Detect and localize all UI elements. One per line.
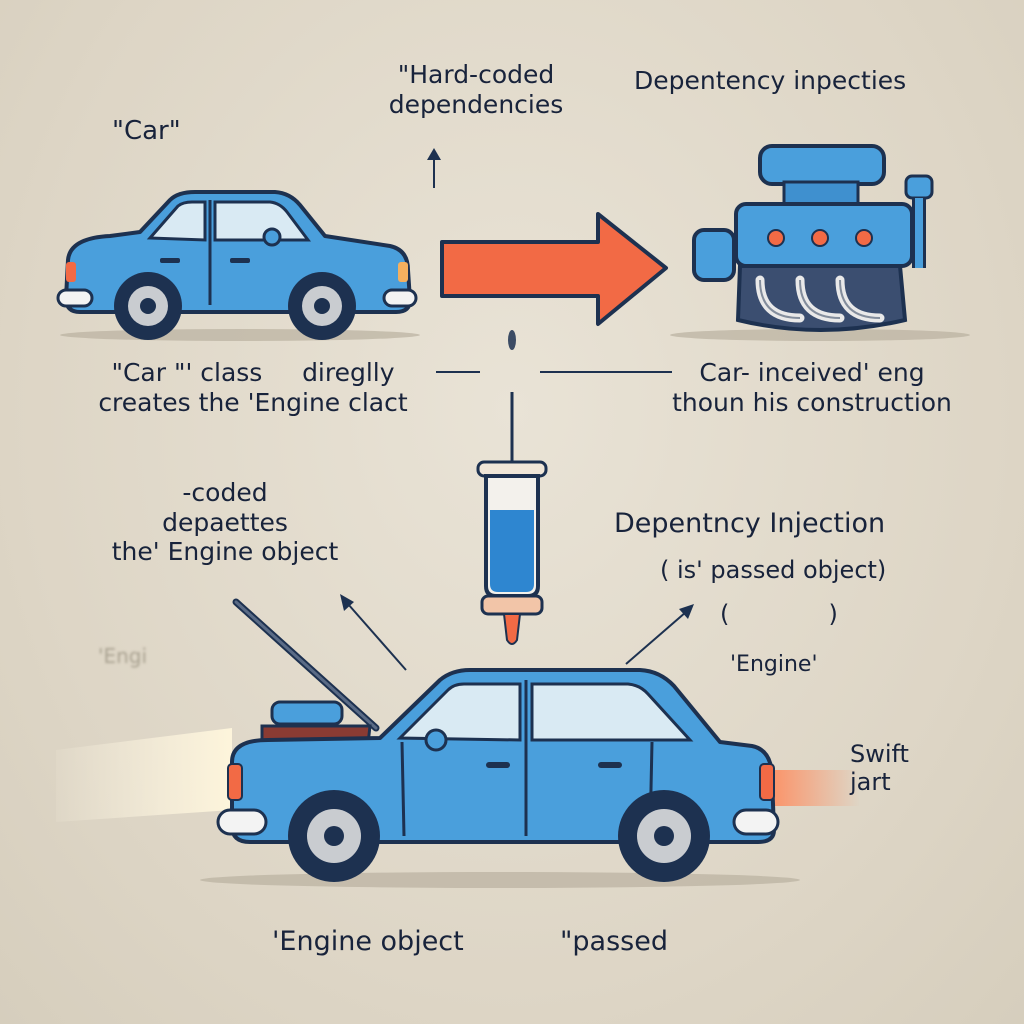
faded-engine-label: 'Engi <box>98 644 148 668</box>
big-arrow <box>440 212 668 326</box>
pointer-arrows <box>234 594 694 671</box>
bottom-car <box>56 598 860 888</box>
syringe <box>476 392 548 645</box>
right-caption: Car- inceived' eng thoun his constructio… <box>672 358 952 417</box>
small-up-arrow <box>427 148 441 188</box>
top-car <box>56 190 420 341</box>
dependency-injection-title-top: Depentency inpecties <box>634 66 907 95</box>
hard-coded-label: "Hard-coded dependencies <box>388 60 564 119</box>
left-caption: "Car "' class direglly creates the 'Engi… <box>98 358 408 417</box>
swift-label: Swift jart <box>850 740 909 797</box>
engine <box>670 144 970 341</box>
empty-parentheses: ( ) <box>720 600 838 628</box>
engine-small-label: 'Engine' <box>730 652 818 677</box>
passed-label: "passed <box>560 926 668 957</box>
engine-object-label: 'Engine object <box>272 926 464 957</box>
car-label: "Car" <box>112 116 181 146</box>
hard-coded-engine-caption: -coded depaettes the' Engine object <box>111 478 339 566</box>
dependency-injection-title: Depentncy Injection <box>614 508 886 539</box>
passed-object-caption: ( is' passed object) <box>660 556 887 584</box>
